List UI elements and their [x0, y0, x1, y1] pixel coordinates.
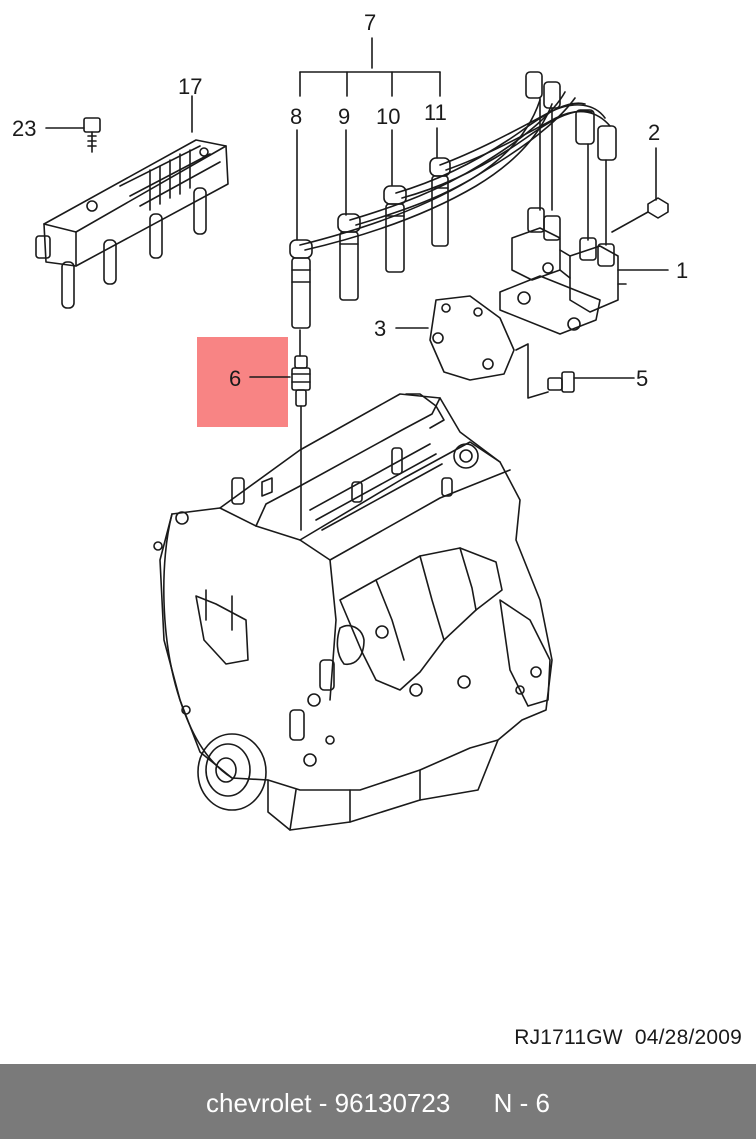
callout-17: 17	[178, 74, 202, 99]
drawing-reference: RJ1711GW 04/28/2009	[514, 1026, 742, 1050]
callout-8: 8	[290, 104, 302, 129]
callout-9: 9	[338, 104, 350, 129]
highlight-box-6	[197, 337, 288, 427]
callout-23: 23	[12, 116, 36, 141]
callout-6: 6	[229, 366, 241, 391]
footer-index: N - 6	[493, 1088, 550, 1118]
callout-7: 7	[364, 10, 376, 35]
callout-10: 10	[376, 104, 400, 129]
footer-brand: chevrolet	[206, 1088, 312, 1118]
footer-part-number: 96130723	[334, 1088, 451, 1118]
callout-2: 2	[648, 120, 660, 145]
footer-caption: chevrolet - 96130723 N - 6	[206, 1088, 550, 1118]
footer-bar: chevrolet - 96130723 N - 6	[0, 1064, 756, 1139]
reference-date: 04/28/2009	[634, 1026, 742, 1049]
callout-11: 11	[424, 100, 447, 125]
callout-1: 1	[676, 258, 688, 283]
callout-3: 3	[374, 316, 386, 341]
callout-5: 5	[636, 366, 648, 391]
reference-code: RJ1711GW	[514, 1026, 623, 1049]
